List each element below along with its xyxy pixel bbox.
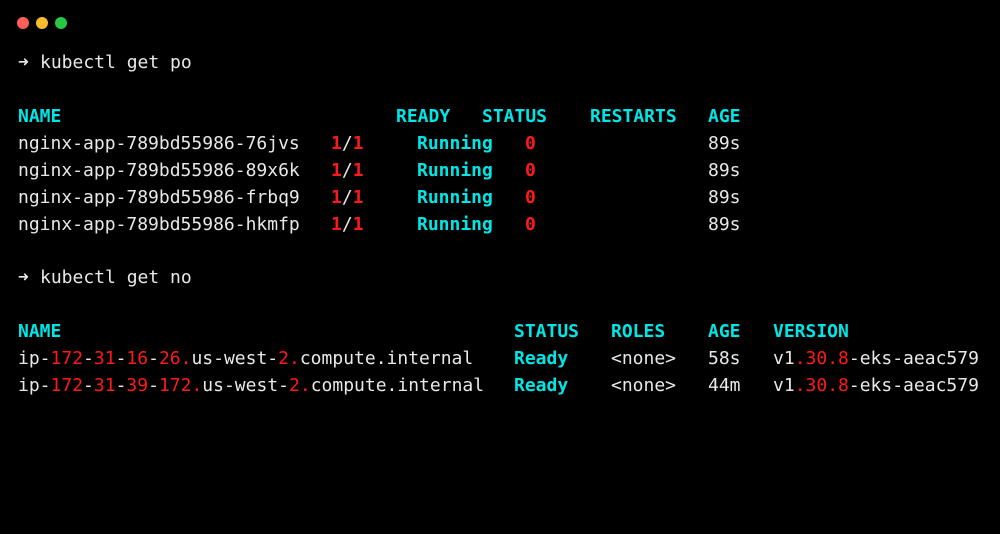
window-controls: [17, 17, 67, 29]
maximize-button[interactable]: [55, 17, 67, 29]
minimize-button[interactable]: [36, 17, 48, 29]
node-name: ip-172-31-39-172.us-west-2.compute.inter…: [18, 375, 485, 396]
col-status: STATUS: [514, 321, 580, 342]
pod-name: nginx-app-789bd55986-89x6k: [18, 160, 300, 181]
node-status: Ready: [514, 348, 569, 369]
command-text: kubectl get po: [40, 52, 192, 73]
prompt-arrow-icon: ➜: [18, 52, 29, 73]
pod-name: nginx-app-789bd55986-hkmfp: [18, 214, 300, 235]
col-version: VERSION: [773, 321, 849, 342]
col-status: STATUS: [482, 106, 548, 127]
table-row: nginx-app-789bd55986-hkmfp 1/1 Running 0…: [0, 211, 1000, 238]
pod-restarts: 0: [525, 160, 536, 181]
pod-restarts: 0: [525, 187, 536, 208]
col-age: AGE: [708, 321, 741, 342]
pod-ready: 1/1: [331, 160, 364, 181]
pod-age: 89s: [708, 214, 741, 235]
pod-ready: 1/1: [331, 133, 364, 154]
table-row: nginx-app-789bd55986-89x6k 1/1 Running 0…: [0, 157, 1000, 184]
pod-ready: 1/1: [331, 187, 364, 208]
pod-status: Running: [417, 160, 493, 181]
node-roles: <none>: [611, 348, 677, 369]
node-age: 58s: [708, 348, 741, 369]
pod-age: 89s: [708, 160, 741, 181]
pod-status: Running: [417, 214, 493, 235]
nodes-table-header: NAME STATUS ROLES AGE VERSION: [0, 318, 1000, 345]
pod-restarts: 0: [525, 214, 536, 235]
col-age: AGE: [708, 106, 741, 127]
close-button[interactable]: [17, 17, 29, 29]
pod-status: Running: [417, 133, 493, 154]
pod-age: 89s: [708, 133, 741, 154]
pod-ready: 1/1: [331, 214, 364, 235]
node-version: v1.30.8-eks-aeac579: [773, 348, 979, 369]
table-row: nginx-app-789bd55986-frbq9 1/1 Running 0…: [0, 184, 1000, 211]
node-version: v1.30.8-eks-aeac579: [773, 375, 979, 396]
node-status: Ready: [514, 375, 569, 396]
node-roles: <none>: [611, 375, 677, 396]
node-name: ip-172-31-16-26.us-west-2.compute.intern…: [18, 348, 474, 369]
command-line: ➜ kubectl get po: [0, 49, 1000, 76]
pods-table-header: NAME READY STATUS RESTARTS AGE: [0, 103, 1000, 130]
col-name: NAME: [18, 106, 62, 127]
pod-age: 89s: [708, 187, 741, 208]
pod-status: Running: [417, 187, 493, 208]
pod-name: nginx-app-789bd55986-76jvs: [18, 133, 300, 154]
table-row: ip-172-31-39-172.us-west-2.compute.inter…: [0, 372, 1000, 399]
table-row: nginx-app-789bd55986-76jvs 1/1 Running 0…: [0, 130, 1000, 157]
pod-name: nginx-app-789bd55986-frbq9: [18, 187, 300, 208]
prompt-arrow-icon: ➜: [18, 267, 29, 288]
col-ready: READY: [396, 106, 451, 127]
col-roles: ROLES: [611, 321, 666, 342]
node-age: 44m: [708, 375, 741, 396]
col-restarts: RESTARTS: [590, 106, 677, 127]
command-text: kubectl get no: [40, 267, 192, 288]
command-line: ➜ kubectl get no: [0, 264, 1000, 291]
table-row: ip-172-31-16-26.us-west-2.compute.intern…: [0, 345, 1000, 372]
pod-restarts: 0: [525, 133, 536, 154]
col-name: NAME: [18, 321, 62, 342]
